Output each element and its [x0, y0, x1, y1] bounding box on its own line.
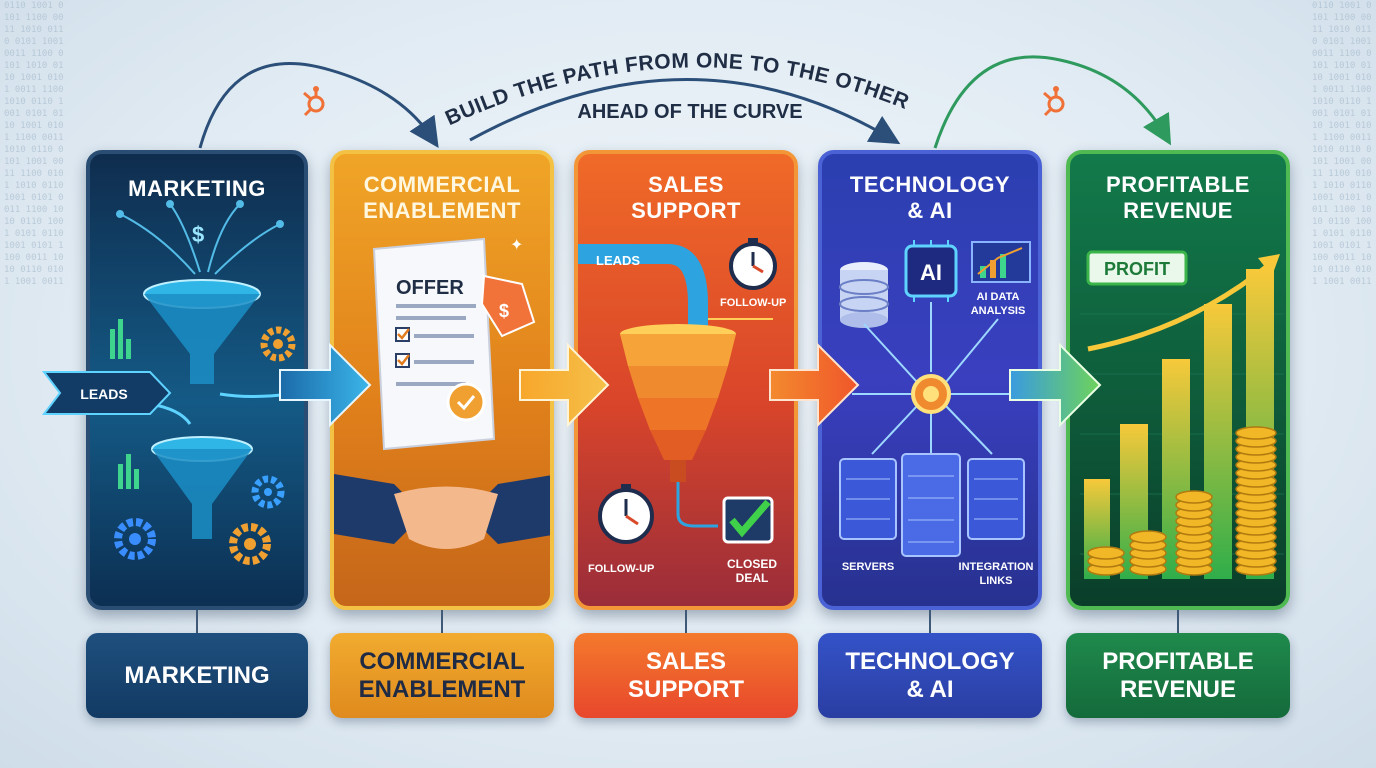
profit-badge [1086, 250, 1188, 286]
leads-arrow [41, 371, 172, 415]
coin-stack-icon [1175, 490, 1213, 576]
stage-title: MARKETING [128, 176, 266, 201]
servers-label: SERVERS [842, 561, 894, 573]
connector-line [441, 610, 443, 634]
price-tag-icon: $ [480, 274, 536, 338]
binary-background-left: 0110 1001 0101 1100 0011 1010 0110 0101 … [4, 1, 64, 287]
integration-label: LINKS [980, 575, 1013, 587]
checkbox-icon [395, 327, 410, 342]
closed-deal-label: DEAL [736, 571, 769, 585]
connector-line [685, 610, 687, 634]
coin-stack-icon [1235, 426, 1277, 576]
handshake-icon [334, 474, 550, 549]
bar-chart-icon [110, 319, 139, 489]
badge-icon [446, 382, 486, 422]
stopwatch-icon [598, 484, 654, 544]
flow-arrow-icon [769, 342, 860, 428]
stage-title: TECHNOLOGY& AI [849, 172, 1011, 223]
follow-up-label: FOLLOW-UP [720, 297, 786, 309]
bar-chart-icon [971, 241, 1031, 283]
stage-panel-marketing: MARKETING $ [86, 150, 308, 610]
stopwatch-icon [729, 238, 777, 290]
hub-icon [852, 302, 1032, 455]
checkbox-icon [395, 353, 410, 368]
gear-icon [114, 518, 156, 560]
funnel-icon [143, 279, 261, 384]
flow-arrow-icon [676, 482, 718, 528]
integration-label: INTEGRATION [959, 561, 1034, 573]
coin-stack-icon [1129, 530, 1167, 576]
offer-label: OFFER [396, 277, 464, 299]
checkmark-icon [722, 496, 774, 544]
connector-line [1177, 610, 1179, 634]
connector-line [929, 610, 931, 634]
connector-line [196, 610, 198, 634]
footer-label-marketing: MARKETING [86, 633, 308, 718]
data-stream-icon [116, 200, 284, 275]
gear-icon [251, 475, 285, 509]
analysis-label: AI DATA [977, 291, 1020, 303]
funnel-icon [151, 436, 253, 539]
flow-arrow-icon [519, 342, 610, 428]
server-icon [839, 458, 897, 540]
leads-label: LEADS [80, 386, 127, 402]
closed-deal-label: CLOSED [727, 557, 777, 571]
server-icon [901, 453, 961, 557]
footer-label-technology-ai: TECHNOLOGY& AI [818, 633, 1042, 718]
ai-label: AI [920, 260, 942, 285]
binary-background-right: 0110 1001 0101 1100 0011 1010 0110 0101 … [1312, 1, 1372, 287]
flow-arrow-icon [1009, 342, 1102, 428]
svg-text:$: $ [499, 301, 509, 321]
sparkle-icon: ✦ [510, 237, 523, 254]
server-icon [967, 458, 1025, 540]
funnel-icon [620, 324, 736, 482]
dollar-icon: $ [192, 222, 204, 247]
analysis-label: ANALYSIS [971, 305, 1026, 317]
profit-label: PROFIT [1104, 259, 1170, 279]
gear-icon [260, 326, 296, 362]
flow-arrow-icon [279, 342, 372, 428]
follow-up-label: FOLLOW-UP [588, 563, 654, 575]
ai-chip-icon [904, 240, 958, 302]
coin-stack-icon [1087, 546, 1125, 576]
flow-arrow-icon [578, 244, 708, 329]
gear-icon [229, 523, 271, 565]
database-icon [839, 262, 889, 328]
leads-label: LEADS [596, 253, 640, 268]
